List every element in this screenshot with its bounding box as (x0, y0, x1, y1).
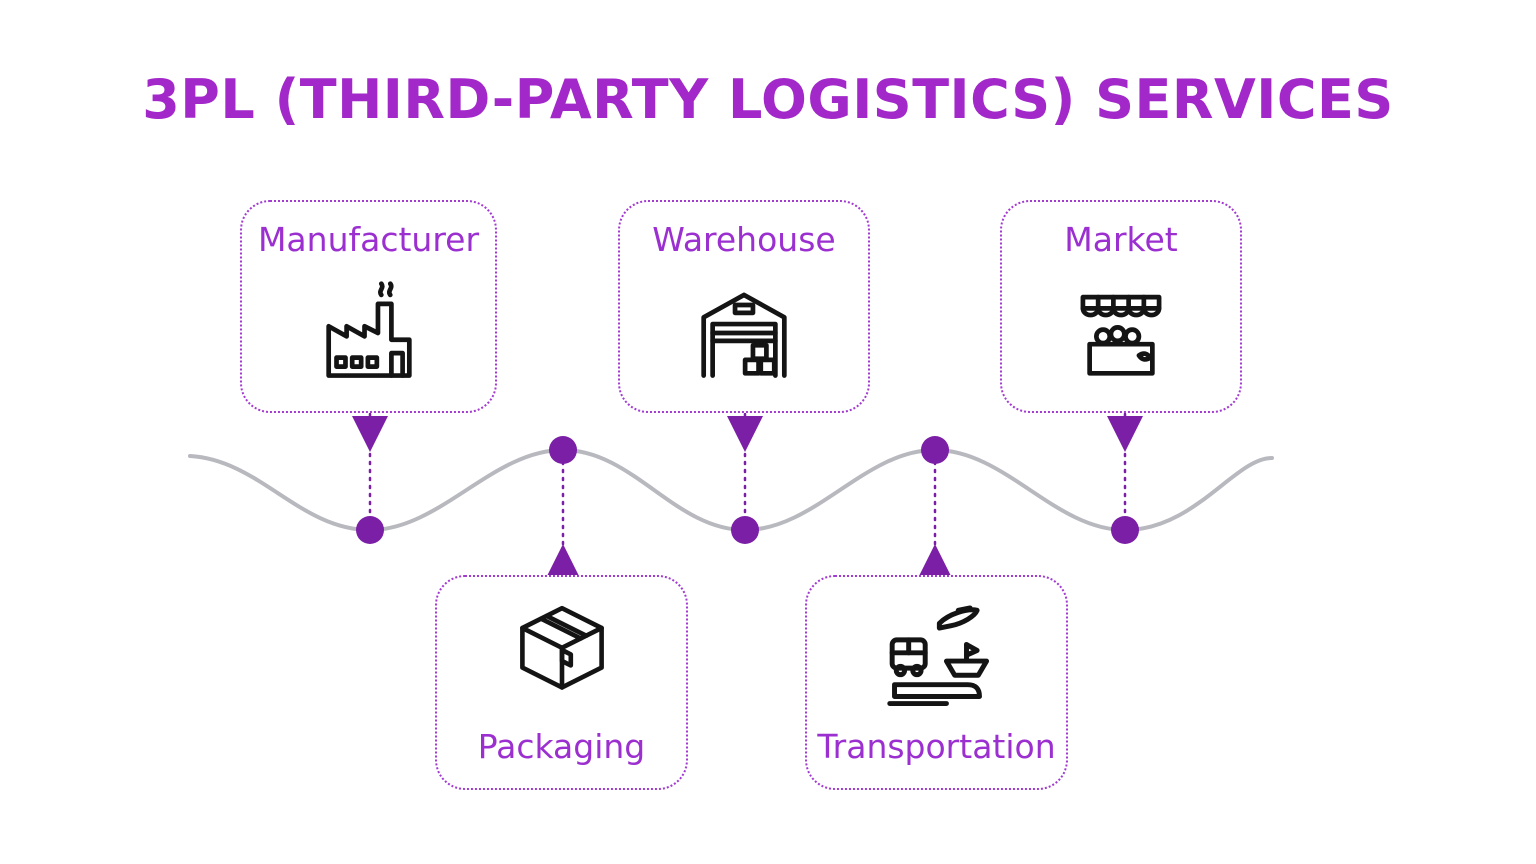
warehouse-icon (688, 277, 800, 389)
arrow-down-icon (352, 416, 388, 452)
wave-line (188, 447, 1274, 533)
node-warehouse: Warehouse (618, 200, 870, 413)
node-manufacturer: Manufacturer (240, 200, 497, 413)
node-transportation: Transportation (805, 575, 1068, 790)
transport-icon (878, 595, 996, 713)
arrow-down-icon (727, 416, 763, 452)
node-label: Manufacturer (257, 220, 480, 259)
box-icon (507, 595, 617, 705)
node-label: Market (1064, 220, 1178, 259)
marker-dot (921, 436, 949, 464)
node-label: Transportation (817, 727, 1056, 766)
node-label: Packaging (477, 727, 646, 766)
arrow-down-icon (1107, 416, 1143, 452)
factory-icon (313, 277, 425, 389)
marker-dot (1111, 516, 1139, 544)
marker-dot (549, 436, 577, 464)
page-title: 3PL (Third-Party Logistics) Services (142, 68, 1394, 131)
market-stall-icon (1065, 277, 1177, 389)
marker-dot (731, 516, 759, 544)
node-market: Market (1000, 200, 1242, 413)
node-packaging: Packaging (435, 575, 688, 790)
marker-dot (356, 516, 384, 544)
node-label: Warehouse (652, 220, 836, 259)
